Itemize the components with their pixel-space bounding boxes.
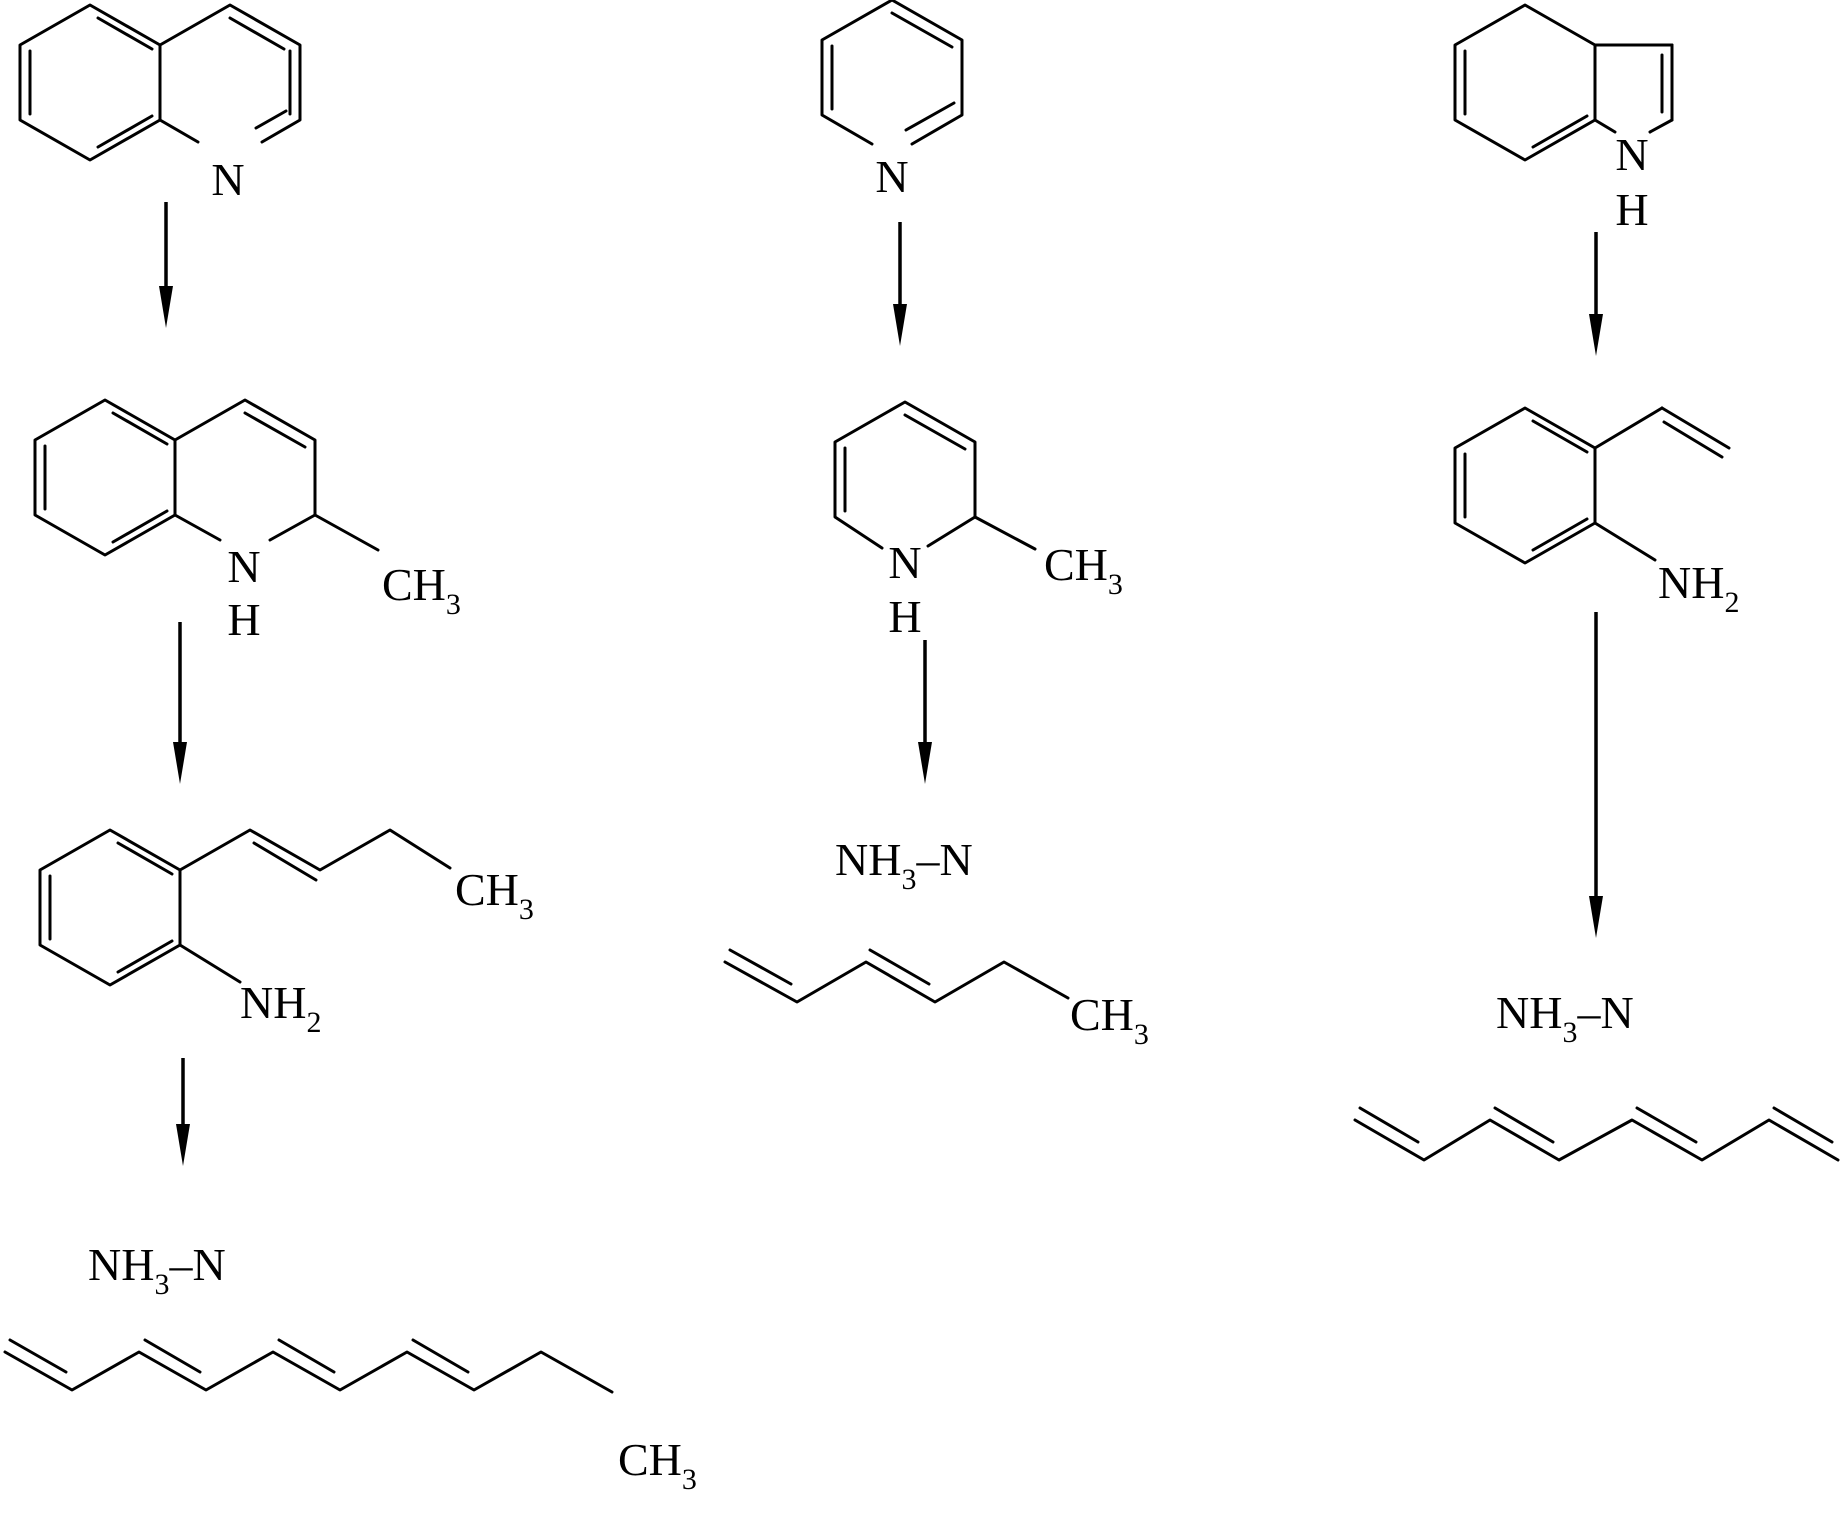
nh-hydrogen-label: H (1615, 184, 1648, 235)
ammonia-nitrogen-label: NH3–N (88, 1239, 226, 1301)
methyl-group-label: CH3 (1044, 539, 1123, 601)
methyl-group-label: CH3 (618, 1434, 697, 1496)
ammonia-nitrogen-label: NH3–N (1496, 987, 1634, 1049)
methyl-group-label: CH3 (382, 559, 461, 621)
reaction-arrow (159, 202, 173, 328)
nh-hydrogen-label: H (227, 594, 260, 645)
octatetraene-chain (1353, 1106, 1840, 1162)
ammonia-nitrogen-label: NH3–N (835, 834, 973, 896)
butenyl-aniline-structure: NH2 CH3 (38, 828, 534, 1039)
indole-nitrogen-label: N (1615, 129, 1648, 180)
amine-group-label: NH2 (240, 977, 321, 1039)
methyl-group-label: CH3 (1070, 989, 1149, 1051)
quinoline-nitrogen-label: N (211, 154, 244, 205)
reaction-arrow (176, 1058, 190, 1166)
ring-nitrogen-label: N (227, 541, 260, 592)
methyl-group-label: CH3 (455, 864, 534, 926)
reaction-arrow (1589, 612, 1603, 938)
indole-structure: N H (1453, 3, 1674, 235)
ring-nitrogen-label: N (888, 537, 921, 588)
vinyl-aniline-structure: NH2 (1453, 406, 1739, 619)
hexadiene-chain: CH3 (723, 948, 1149, 1051)
nonatetraene-chain: CH3 (3, 1338, 697, 1496)
quinoline-structure: N (18, 3, 302, 205)
pyridine-structure: N (820, 0, 964, 202)
reaction-arrow (1589, 232, 1603, 356)
methyl-dihydroquinoline-structure: N H CH3 (33, 398, 461, 645)
reaction-arrow (173, 622, 187, 784)
reaction-arrow (918, 640, 932, 784)
nh-hydrogen-label: H (888, 591, 921, 642)
reaction-arrow (893, 222, 907, 346)
pyridine-nitrogen-label: N (875, 151, 908, 202)
amine-group-label: NH2 (1658, 557, 1739, 619)
methyl-dihydropyridine-structure: N H CH3 (833, 400, 1123, 642)
